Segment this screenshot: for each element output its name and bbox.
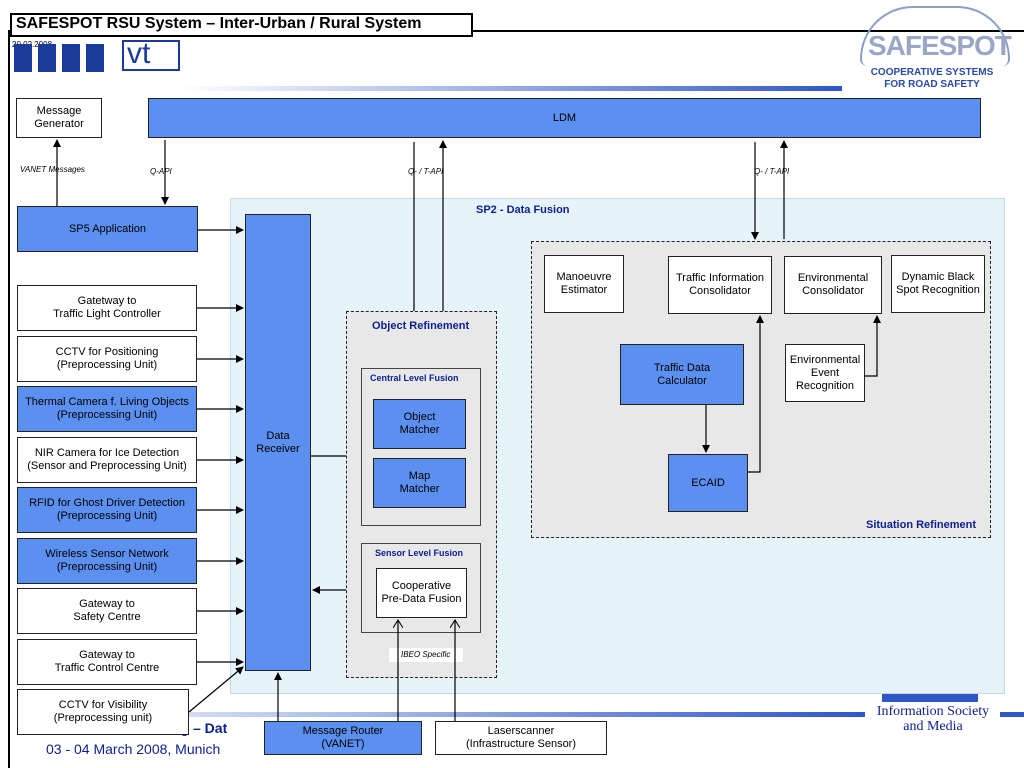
ldm-box: LDM	[148, 98, 981, 138]
footer-rule-right	[1000, 712, 1024, 717]
gateway-traffic-light-box: Gatetway to Traffic Light Controller	[17, 285, 197, 331]
cctv-positioning-box: CCTV for Positioning (Preprocessing Unit…	[17, 336, 197, 382]
object-matcher-box: Object Matcher	[373, 399, 466, 449]
safespot-brand-sub: COOPERATIVE SYSTEMS FOR ROAD SAFETY	[870, 67, 994, 90]
vanet-messages-label: VANET Messages	[20, 165, 85, 174]
rfid-box: RFID for Ghost Driver Detection (Preproc…	[17, 487, 197, 533]
traffic-info-consolidator-box: Traffic Information Consolidator	[668, 256, 772, 314]
environmental-consolidator-box: Environmental Consolidator	[784, 256, 882, 314]
footer-date-place: 03 - 04 March 2008, Munich	[46, 741, 221, 757]
ibeo-specific-label: IBEO Specific	[401, 650, 451, 659]
eu-label: Information Society and Media	[876, 704, 990, 734]
header-date: 20.02.2008	[12, 40, 53, 49]
sensor-level-fusion-title: Sensor Level Fusion	[375, 548, 464, 558]
manoeuvre-estimator-box: Manoeuvre Estimator	[544, 255, 624, 313]
gateway-traffic-control-box: Gateway to Traffic Control Centre	[17, 639, 197, 685]
header-title-box	[10, 13, 473, 37]
header-frame-left	[8, 30, 10, 768]
traffic-data-calculator-box: Traffic Data Calculator	[620, 344, 744, 405]
sp5-application-box: SP5 Application	[17, 206, 198, 252]
cctv-visibility-box: CCTV for Visibility (Preprocessing unit)	[17, 689, 189, 735]
situation-refinement-title: Situation Refinement	[866, 519, 977, 531]
qt-api-label-1: Q- / T-API	[408, 167, 444, 176]
header-frame-top	[473, 30, 1024, 32]
gateway-safety-box: Gateway to Safety Centre	[17, 588, 197, 634]
ibeo-specific-label-bg	[389, 648, 463, 662]
q-api-label: Q-API	[150, 167, 172, 176]
central-level-fusion-title: Central Level Fusion	[370, 373, 459, 383]
nir-camera-box: NIR Camera for Ice Detection (Sensor and…	[17, 437, 197, 483]
footer-gradient-rule	[10, 712, 865, 717]
map-matcher-box: Map Matcher	[373, 458, 466, 508]
header-title: SAFESPOT RSU System – Inter-Urban / Rura…	[16, 15, 422, 32]
university-logo	[14, 40, 110, 72]
vt-logo	[122, 40, 180, 71]
data-receiver-box: Data Receiver	[245, 214, 311, 671]
thermal-camera-box: Thermal Camera f. Living Objects (Prepro…	[17, 386, 197, 432]
dynamic-black-spot-box: Dynamic Black Spot Recognition	[891, 255, 985, 313]
sp2-title: SP2 - Data Fusion	[476, 204, 570, 216]
header-gradient-rule	[180, 86, 842, 91]
laserscanner-box: Laserscanner (Infrastructure Sensor)	[435, 721, 607, 755]
environmental-event-box: Environmental Event Recognition	[785, 344, 865, 402]
wireless-sensor-box: Wireless Sensor Network (Preprocessing U…	[17, 538, 197, 584]
object-refinement-title: Object Refinement	[372, 320, 470, 332]
eu-logo-mark	[882, 692, 978, 702]
cooperative-predata-fusion-box: Cooperative Pre-Data Fusion	[376, 568, 467, 618]
ecaid-box: ECAID	[668, 454, 748, 512]
vt-logo-text: vt	[127, 37, 151, 70]
message-router-box: Message Router (VANET)	[264, 721, 422, 755]
safespot-brand: SAFESPOT	[868, 30, 1012, 61]
message-generator-box: Message Generator	[16, 98, 102, 138]
qt-api-label-2: Q- / T-API	[754, 167, 790, 176]
